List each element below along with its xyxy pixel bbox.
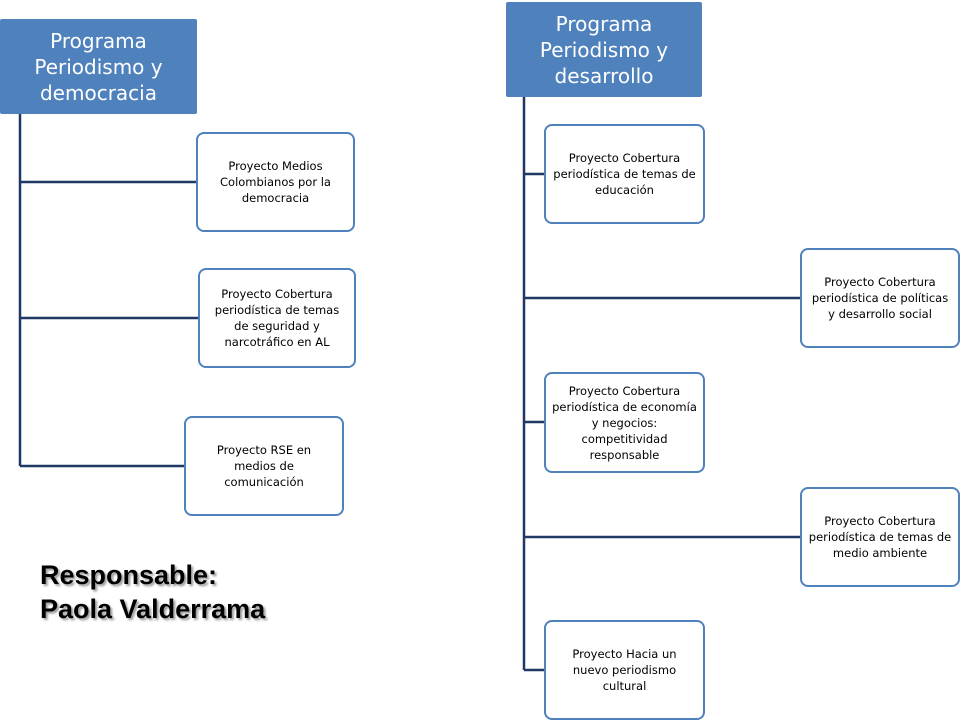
- project-periodismo-cultural: Proyecto Hacia un nuevo periodismo cultu…: [544, 620, 705, 720]
- project-label: Proyecto Cobertura periodística de polít…: [811, 275, 949, 321]
- project-seguridad-narcotrafico: Proyecto Cobertura periodística de temas…: [198, 268, 356, 368]
- project-label: Proyecto Cobertura periodística de temas…: [808, 514, 952, 560]
- project-label: Proyecto Medios Colombianos por la democ…: [220, 159, 331, 205]
- program-title: Programa Periodismo y desarrollo: [539, 11, 669, 88]
- responsable-block: Responsable: Paola Valderrama: [40, 558, 265, 626]
- program-periodismo-desarrollo: Programa Periodismo y desarrollo: [506, 2, 702, 97]
- responsable-name: Paola Valderrama: [40, 594, 266, 624]
- project-label: Proyecto Hacia un nuevo periodismo cultu…: [572, 647, 677, 693]
- responsable-label: Responsable:: [40, 560, 218, 590]
- project-medios-colombianos: Proyecto Medios Colombianos por la democ…: [196, 132, 355, 232]
- project-label: Proyecto RSE en medios de comunicación: [216, 443, 312, 489]
- project-politicas-desarrollo-social: Proyecto Cobertura periodística de polít…: [800, 248, 960, 348]
- project-label: Proyecto Cobertura periodística de temas…: [214, 287, 340, 349]
- project-label: Proyecto Cobertura periodística de econo…: [552, 383, 697, 462]
- program-periodismo-democracia: Programa Periodismo y democracia: [0, 19, 197, 114]
- program-title: Programa Periodismo y democracia: [34, 28, 163, 105]
- project-economia-negocios: Proyecto Cobertura periodística de econo…: [544, 372, 705, 473]
- project-label: Proyecto Cobertura periodística de temas…: [553, 151, 696, 197]
- project-medio-ambiente: Proyecto Cobertura periodística de temas…: [800, 487, 960, 587]
- project-educacion: Proyecto Cobertura periodística de temas…: [544, 124, 705, 224]
- project-rse-medios: Proyecto RSE en medios de comunicación: [184, 416, 344, 516]
